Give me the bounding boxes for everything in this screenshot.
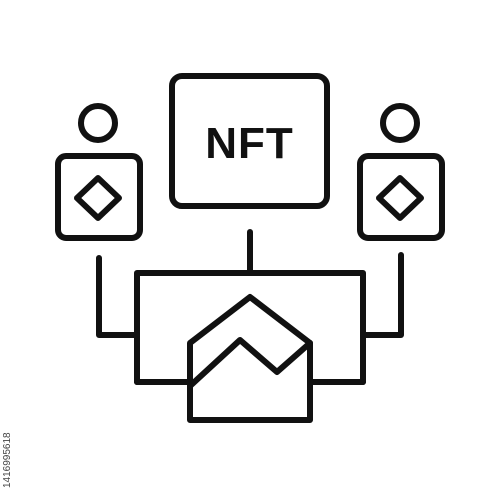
nft-card-icon: [169, 73, 330, 209]
nft-label: NFT: [205, 119, 294, 168]
user-icon-left: [55, 103, 143, 241]
connector-left-user: [96, 255, 140, 338]
nft-card-frame: [169, 73, 330, 209]
user-right-diamond-icon: [376, 175, 424, 221]
user-left-body: [55, 153, 143, 241]
user-right-body: [357, 153, 445, 241]
house-zigzag: [187, 337, 313, 389]
user-icon-right: [357, 103, 445, 241]
user-right-head: [380, 103, 420, 143]
connector-right-user: [360, 252, 404, 338]
stock-id-text: 1416995618: [2, 432, 13, 488]
house-outline: [187, 294, 313, 423]
user-left-diamond-icon: [74, 175, 122, 221]
user-left-head: [78, 103, 118, 143]
house-icon: [187, 294, 313, 423]
